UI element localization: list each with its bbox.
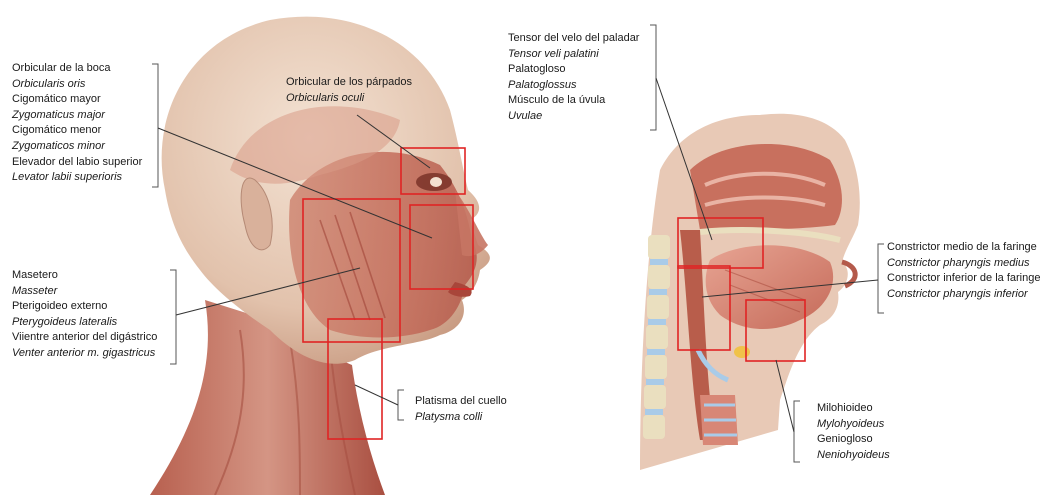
label-line: Zygomaticus major (12, 108, 142, 124)
label-line: Geniogloso (817, 432, 890, 448)
label-line: Orbicular de los párpados (286, 75, 412, 91)
label-line: Masetero (12, 268, 157, 284)
label-line: Pterigoideo externo (12, 299, 157, 315)
label-line: Venter anterior m. gigastricus (12, 346, 157, 362)
label-line: Orbicularis oculi (286, 91, 412, 107)
label-line: Tensor del velo del paladar (508, 31, 639, 47)
bracket-boca (152, 64, 158, 187)
label-line: Constrictor inferior de la faringe (887, 271, 1040, 287)
bracket-platisma (398, 390, 404, 420)
label-line: Neniohyoideus (817, 448, 890, 464)
label-line: Músculo de la úvula (508, 93, 639, 109)
label-line: Cigomático mayor (12, 92, 142, 108)
label-line: Mylohyoideus (817, 417, 890, 433)
label-line: Palatogloso (508, 62, 639, 78)
label-line: Zygomaticos minor (12, 139, 142, 155)
label-line: Tensor veli palatini (508, 47, 639, 63)
bracket-milohioideo (794, 401, 800, 462)
label-line: Masseter (12, 284, 157, 300)
label-line: Constrictor pharyngis medius (887, 256, 1040, 272)
label-line: Orbicular de la boca (12, 61, 142, 77)
label-line: Milohioideo (817, 401, 890, 417)
bracket-constrictor (878, 244, 884, 313)
label-line: Uvulae (508, 109, 639, 125)
label-line: Viientre anterior del digástrico (12, 330, 157, 346)
leader-platisma (355, 385, 398, 405)
bracket-masetero (170, 270, 176, 364)
label-line: Constrictor pharyngis inferior (887, 287, 1040, 303)
label-line: Levator labii superioris (12, 170, 142, 186)
label-line: Platysma colli (415, 410, 507, 426)
label-line: Orbicularis oris (12, 77, 142, 93)
label-line: Pterygoideus lateralis (12, 315, 157, 331)
label-line: Elevador del labio superior (12, 155, 142, 171)
label-line: Palatoglossus (508, 78, 639, 94)
bracket-tensor (650, 25, 656, 130)
label-line: Constrictor medio de la faringe (887, 240, 1040, 256)
label-line: Cigomático menor (12, 123, 142, 139)
label-line: Platisma del cuello (415, 394, 507, 410)
